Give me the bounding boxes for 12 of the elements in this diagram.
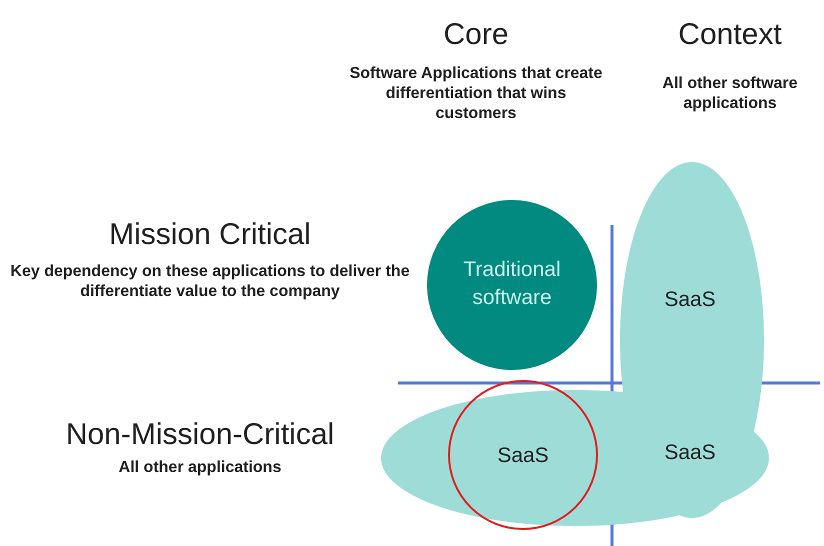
column-description: All other software applications — [661, 74, 799, 114]
row-heading: Mission Critical — [108, 218, 312, 252]
node-label: SaaS — [496, 443, 550, 469]
row-description: All other applications — [118, 458, 282, 478]
column-heading: Core — [442, 18, 510, 52]
node-label: Traditional software — [462, 257, 562, 311]
row-description: Key dependency on these applications to deliver the differentiate value to the company — [9, 262, 411, 302]
row-heading: Non-Mission-Critical — [64, 418, 336, 452]
column-description: Software Applications that create differentiation that wins customers — [348, 64, 604, 124]
node-label: SaaS — [663, 287, 717, 313]
column-heading: Context — [677, 18, 783, 52]
node-label: SaaS — [663, 440, 717, 466]
